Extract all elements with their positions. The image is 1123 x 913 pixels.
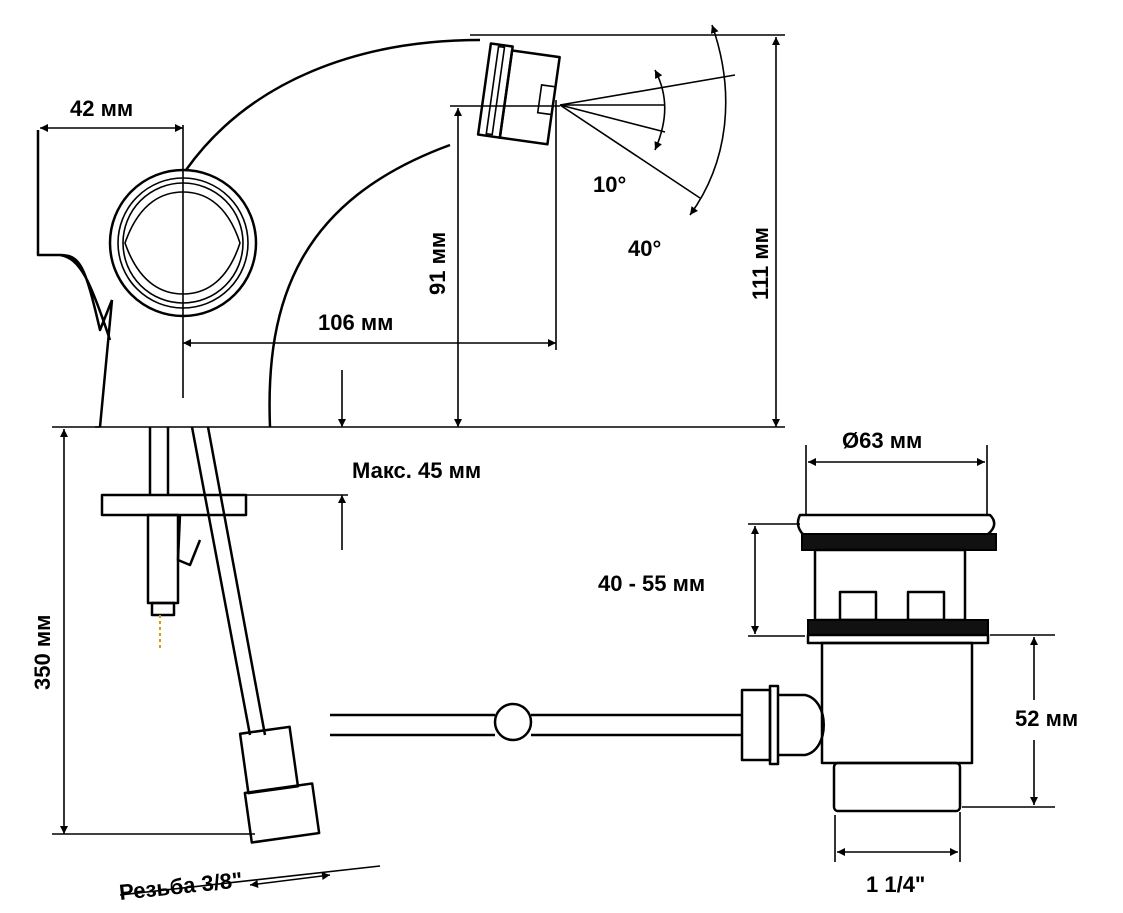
dim-hose-length: 350 мм [30, 615, 55, 690]
dim-spout-reach: 106 мм [318, 310, 393, 335]
dim-drain-diameter: Ø63 мм [842, 428, 922, 453]
faucet-body [98, 38, 481, 428]
dim-drain-thread: 1 1/4" [866, 872, 925, 897]
dim-drain-adjust: 40 - 55 мм [598, 571, 705, 596]
supply-pipes [100, 426, 321, 844]
bidet-nozzle [476, 42, 561, 146]
dim-max-deck: Макс. 45 мм [352, 458, 481, 483]
angle-10-arc [654, 69, 666, 151]
dim-total-height: 111 мм [748, 227, 773, 300]
faucet-drawing: 42 мм 106 мм 91 мм 111 мм 10° 40° Макс. … [30, 24, 785, 905]
angle-min-label: 10° [593, 172, 626, 197]
lever-handle [36, 130, 114, 341]
dim-handle-offset: 42 мм [70, 96, 133, 121]
drain-drawing: Ø63 мм 40 - 55 мм 52 мм 1 1/4" [330, 428, 1078, 897]
dim-spout-height: 91 мм [425, 232, 450, 295]
angle-40-arc [689, 24, 727, 216]
thread-label: Резьба 3/8" [118, 867, 244, 905]
pivot-ball [493, 702, 533, 742]
spray-lines [559, 74, 736, 199]
dim-drain-height: 52 мм [1015, 706, 1078, 731]
angle-max-label: 40° [628, 236, 661, 261]
